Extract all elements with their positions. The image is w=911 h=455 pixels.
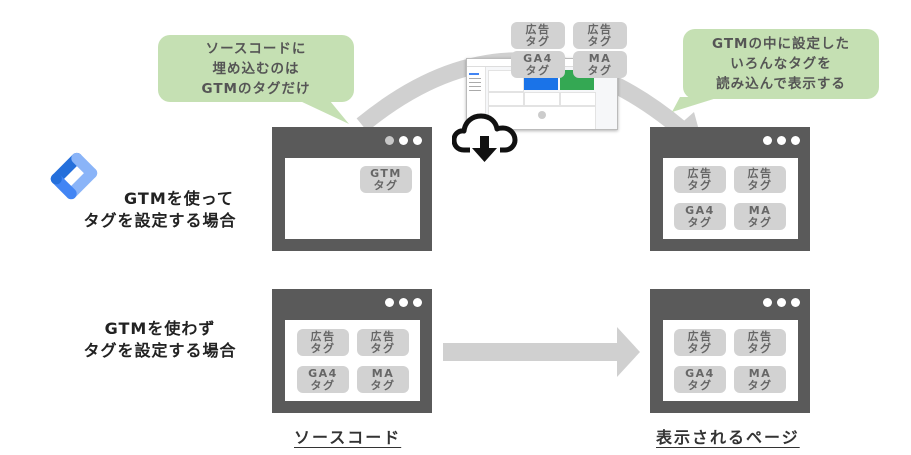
tag-label: タグ (747, 341, 773, 355)
tag-label: タグ (587, 63, 613, 77)
tag-label: タグ (370, 341, 396, 355)
row-without-gtm-line-2: タグを設定する場合 (83, 341, 237, 360)
row-with-gtm-line-1: GTMを使って (124, 189, 234, 208)
tag-label: 広告 (587, 22, 613, 36)
tag-label: GA4 (523, 51, 553, 65)
caption-displayed-page: 表示されるページ (656, 428, 800, 447)
speech-bubble-left: ソースコードに 埋め込むのは GTMのタグだけ (158, 35, 354, 102)
tag-label: 広告 (687, 166, 713, 180)
tag-ad-1: 広告タグ (674, 166, 726, 193)
bubble-left-line-3: GTMのタグだけ (201, 80, 311, 97)
tag-label: タグ (747, 178, 773, 192)
bubble-left-line-1: ソースコードに (205, 40, 307, 57)
tag-label: タグ (373, 178, 399, 192)
tag-label: タグ (687, 178, 713, 192)
tag-label: 広告 (687, 329, 713, 343)
tag-label: タグ (587, 34, 613, 48)
tag-label: MA (748, 366, 772, 380)
tag-label: タグ (310, 378, 336, 392)
window-dots-icon (763, 136, 800, 145)
tag-label: 広告 (370, 329, 396, 343)
tag-label: MA (371, 366, 395, 380)
row-without-gtm-line-1: GTMを使わず (104, 319, 216, 338)
tag-ad-2: 広告タグ (734, 329, 786, 356)
tag-label: 広告 (310, 329, 336, 343)
tag-label: タグ (310, 341, 336, 355)
tag-label: タグ (370, 378, 396, 392)
tag-label: タグ (687, 341, 713, 355)
tag-label: GA4 (308, 366, 338, 380)
caption-source-code: ソースコード (294, 428, 402, 447)
tag-label: タグ (687, 215, 713, 229)
window-dots-icon (763, 298, 800, 307)
tag-ad-2: 広告タグ (357, 329, 409, 356)
tag-label: タグ (525, 63, 551, 77)
speech-bubble-right: GTMの中に設定した いろんなタグを 読み込んで表示する (683, 29, 879, 99)
floating-tag-ad-2: 広告タグ (573, 22, 627, 49)
tag-label: 広告 (525, 22, 551, 36)
tag-label: タグ (525, 34, 551, 48)
row-with-gtm-line-2: タグを設定する場合 (83, 211, 237, 230)
window-dots-icon (385, 136, 422, 145)
floating-tag-ad-1: 広告タグ (511, 22, 565, 49)
tag-label: タグ (687, 378, 713, 392)
tag-label: 広告 (747, 329, 773, 343)
bubble-right-line-1: GTMの中に設定した (712, 36, 850, 52)
tag-ad-2: 広告タグ (734, 166, 786, 193)
straight-arrow-head (617, 327, 640, 377)
tag-label: タグ (747, 215, 773, 229)
row-label-without-gtm: GTMを使わず タグを設定する場合 (60, 318, 260, 362)
tag-label: GTM (370, 166, 402, 180)
tag-label: MA (748, 203, 772, 217)
bubble-left-line-2: 埋め込むのは (212, 60, 300, 77)
gtm-logo-icon (50, 152, 98, 200)
window-dots-icon (385, 298, 422, 307)
straight-arrow-shaft (443, 343, 623, 361)
tag-ad-1: 広告タグ (297, 329, 349, 356)
row-label-with-gtm: GTMを使って タグを設定する場合 (60, 188, 260, 232)
bubble-right-line-3: 読み込んで表示する (716, 76, 846, 92)
tag-label: GA4 (685, 366, 715, 380)
tag-label: タグ (747, 378, 773, 392)
tag-label: GA4 (685, 203, 715, 217)
bubble-right-line-2: いろんなタグを (730, 56, 832, 72)
tag-label: 広告 (747, 166, 773, 180)
cloud-download-icon (452, 113, 518, 162)
tag-ad-1: 広告タグ (674, 329, 726, 356)
tag-label: MA (588, 51, 612, 65)
